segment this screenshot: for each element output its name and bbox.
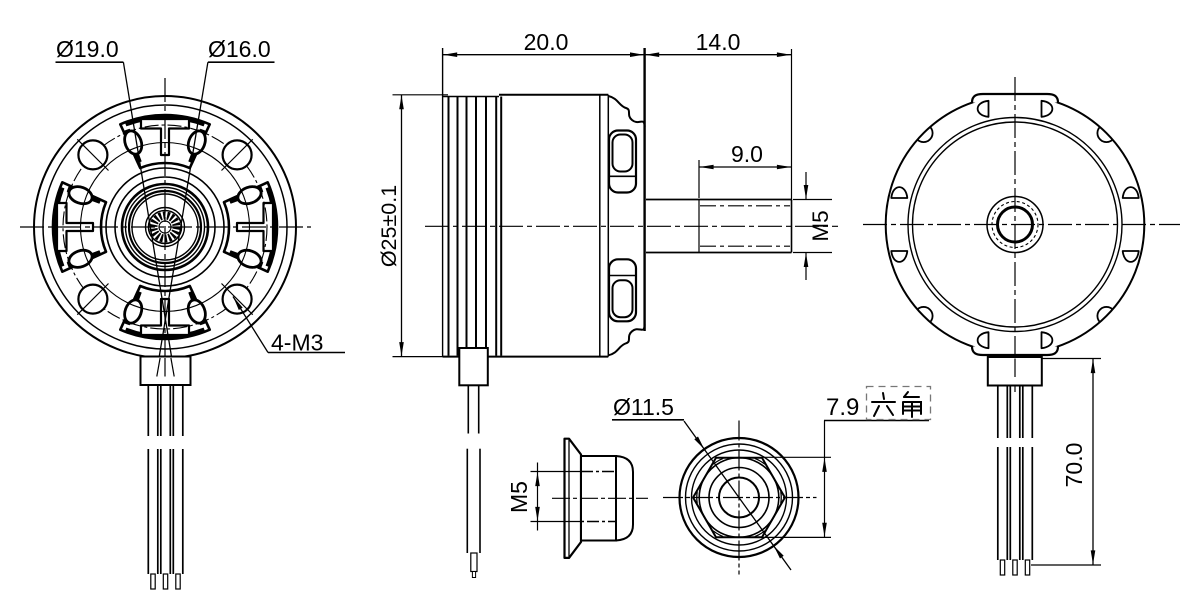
svg-text:Ø16.0: Ø16.0 <box>208 36 271 62</box>
svg-text:14.0: 14.0 <box>696 29 741 55</box>
svg-text:Ø11.5: Ø11.5 <box>613 394 674 420</box>
svg-text:7.9: 7.9 <box>826 394 859 421</box>
svg-text:20.0: 20.0 <box>524 29 569 55</box>
svg-text:M5: M5 <box>506 481 532 513</box>
svg-text:9.0: 9.0 <box>731 141 763 167</box>
svg-text:70.0: 70.0 <box>1061 443 1087 488</box>
svg-text:Ø19.0: Ø19.0 <box>56 36 119 62</box>
svg-text:Ø25±0.1: Ø25±0.1 <box>377 185 401 267</box>
svg-text:4-M3: 4-M3 <box>271 330 323 356</box>
